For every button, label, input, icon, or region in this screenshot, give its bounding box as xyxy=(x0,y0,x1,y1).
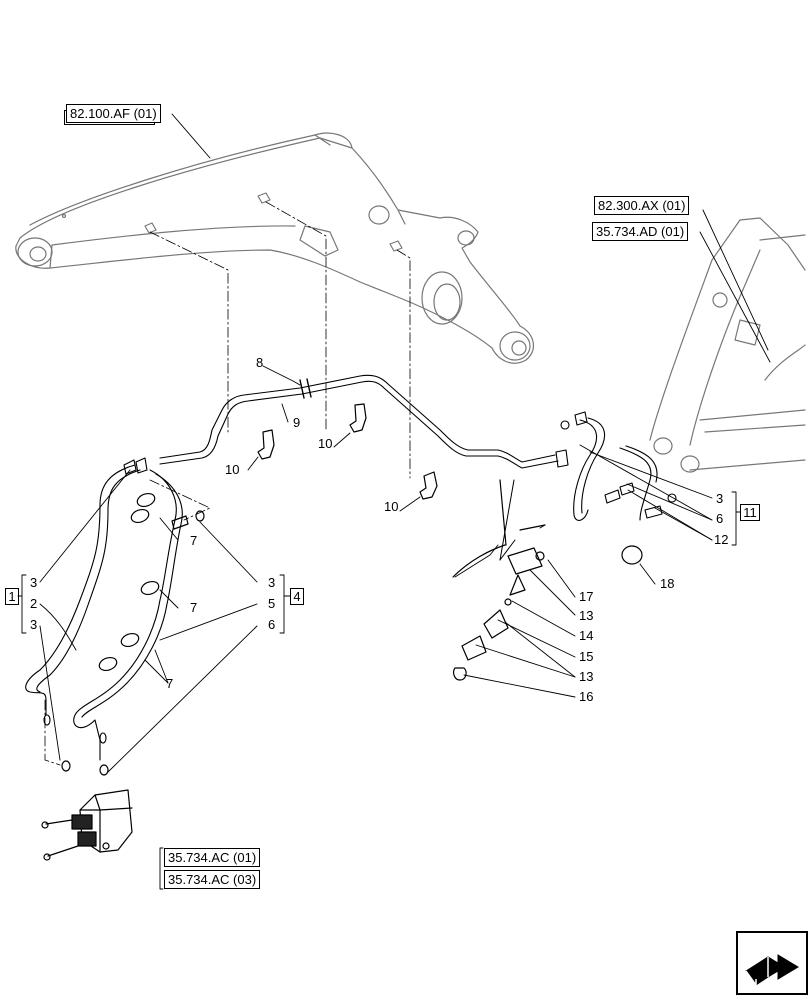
callout-18: 18 xyxy=(660,576,675,591)
callout-3: 3 xyxy=(716,491,724,506)
callout-17: 17 xyxy=(579,589,594,604)
flexible-hoses xyxy=(25,457,183,761)
callout-2: 2 xyxy=(30,596,38,611)
callout-15: 15 xyxy=(579,649,594,664)
callout-3: 3 xyxy=(268,575,276,590)
callout-13: 13 xyxy=(579,608,594,623)
leader-lines xyxy=(39,113,771,773)
callout-8: 8 xyxy=(256,355,264,370)
alignment-lines xyxy=(44,201,411,766)
callout-9: 9 xyxy=(293,415,301,430)
line-clamps xyxy=(257,403,438,500)
group-1-box: 1 xyxy=(5,588,19,605)
callout-7: 7 xyxy=(190,533,198,548)
frame-hoses xyxy=(560,411,677,521)
callout-10: 10 xyxy=(225,462,240,477)
clamp-assembly xyxy=(452,479,546,681)
callout-10: 10 xyxy=(384,499,399,514)
callout-14: 14 xyxy=(579,628,594,643)
fittings xyxy=(61,510,205,776)
group-11-box: 11 xyxy=(740,504,760,521)
callout-10: 10 xyxy=(318,436,333,451)
callout-16: 16 xyxy=(579,689,594,704)
frame-reference-1[interactable]: 82.300.AX (01) xyxy=(594,196,690,215)
boom-bolts xyxy=(144,192,403,252)
callout-3: 3 xyxy=(30,575,38,590)
callout-7: 7 xyxy=(190,600,198,615)
callout-6: 6 xyxy=(716,511,724,526)
callout-3: 3 xyxy=(30,617,38,632)
callout-7: 7 xyxy=(166,676,174,691)
boom-reference[interactable]: 82.100.AF (01) xyxy=(66,104,161,123)
loader-frame xyxy=(649,217,806,473)
callout-13: 13 xyxy=(579,669,594,684)
o-ring xyxy=(621,545,643,565)
cable-ties xyxy=(98,492,160,672)
valve-reference-1[interactable]: 35.734.AC (01) xyxy=(164,848,261,867)
control-valve xyxy=(41,789,133,861)
callout-6: 6 xyxy=(268,617,276,632)
rigid-hydraulic-lines xyxy=(159,374,569,469)
callout-5: 5 xyxy=(268,596,276,611)
detail-pointer xyxy=(499,479,516,561)
callout-12: 12 xyxy=(714,532,729,547)
group-4-box: 4 xyxy=(290,588,304,605)
valve-reference-2[interactable]: 35.734.AC (03) xyxy=(164,870,261,889)
loader-boom xyxy=(15,132,534,364)
group-brackets xyxy=(17,491,741,890)
next-page-button[interactable] xyxy=(736,931,808,995)
next-page-arrow-icon xyxy=(745,954,799,988)
frame-reference-2[interactable]: 35.734.AD (01) xyxy=(592,222,689,241)
